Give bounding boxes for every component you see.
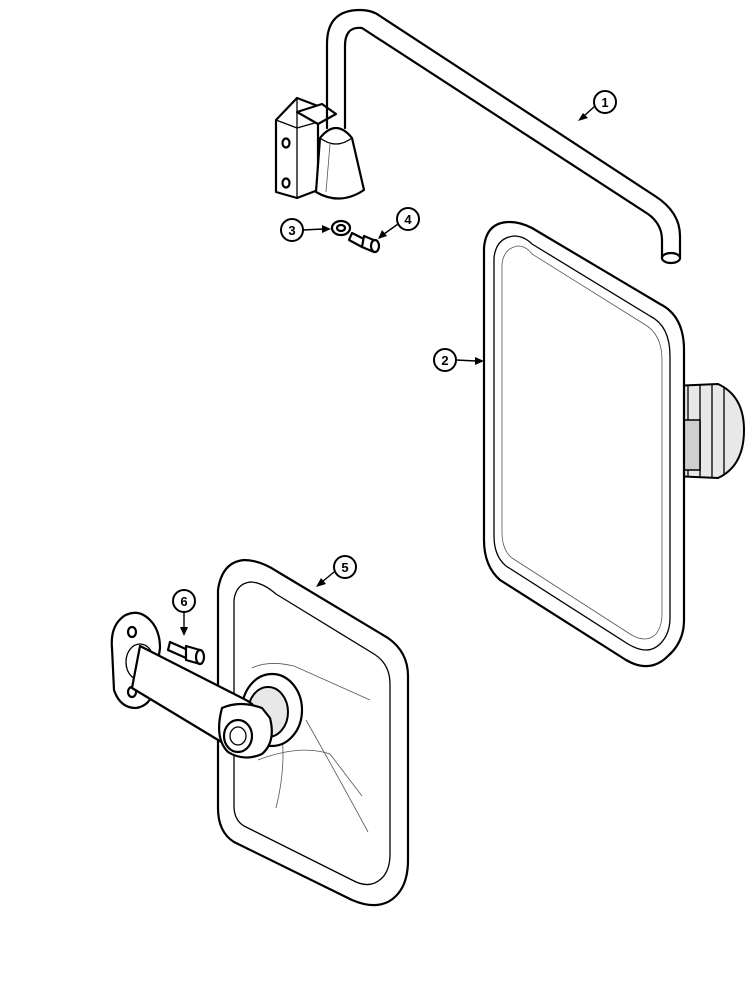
arm-tube (325, 8, 682, 265)
callout-3: 3 (280, 218, 331, 242)
small-mirror-arm (110, 611, 273, 759)
callout-label-4: 4 (404, 212, 412, 227)
large-mirror-head (482, 220, 745, 668)
callout-label-6: 6 (180, 594, 187, 609)
callout-label-3: 3 (288, 223, 295, 238)
small-mirror-bolt (166, 640, 206, 666)
callout-2: 2 (433, 348, 484, 372)
callout-5: 5 (316, 555, 357, 587)
arm-boot (314, 126, 366, 200)
callout-6: 6 (172, 589, 196, 636)
callout-label-5: 5 (341, 560, 348, 575)
callout-4: 4 (378, 207, 420, 239)
callout-label-1: 1 (601, 95, 608, 110)
callout-label-2: 2 (441, 353, 448, 368)
callout-1: 1 (578, 90, 617, 121)
arm-bolt (347, 231, 381, 254)
mirror-arm (274, 8, 682, 265)
washer (330, 219, 352, 237)
